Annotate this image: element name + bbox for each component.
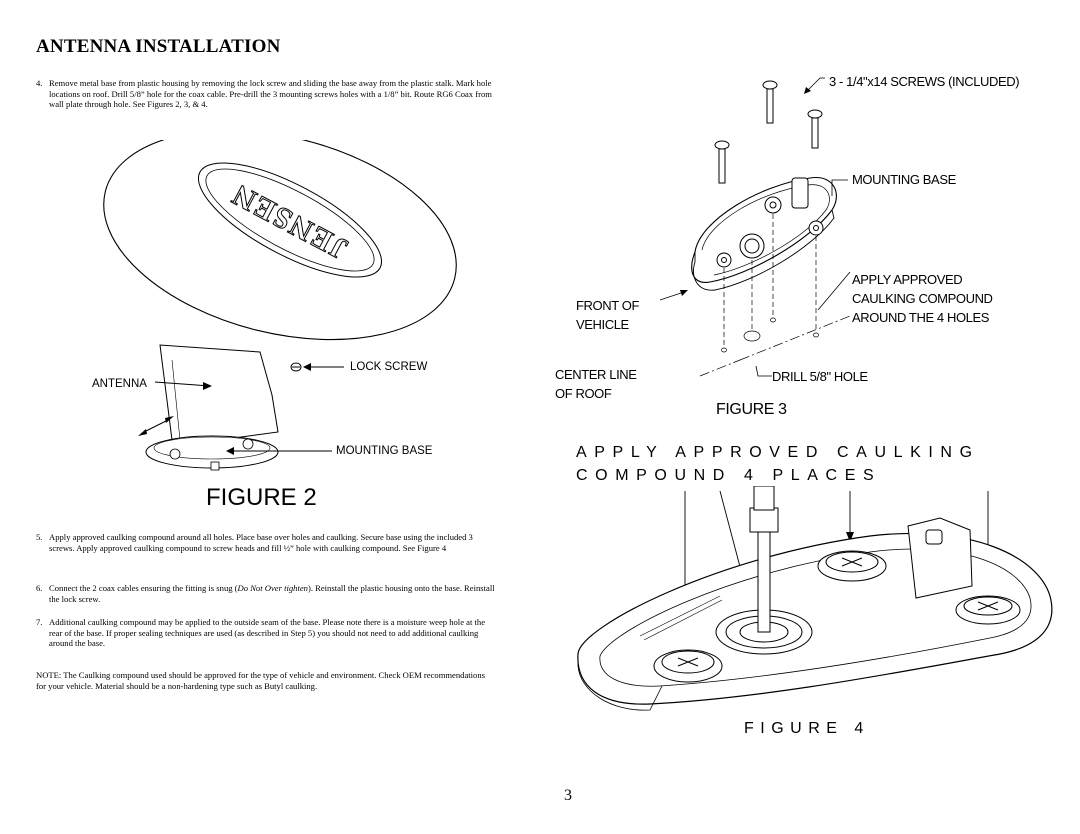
note-paragraph: NOTE: The Caulking compound used should … <box>36 670 496 691</box>
figure-3-drawing <box>691 80 837 353</box>
figure-3-caption: FIGURE 3 <box>716 401 787 418</box>
step-number: 6. <box>36 583 43 593</box>
step-number: 5. <box>36 532 43 542</box>
step-7: 7. Additional caulking compound may be a… <box>36 617 496 649</box>
front-of-vehicle-line-1: FRONT OF <box>576 298 639 313</box>
step-text: Apply approved caulking compound around … <box>49 532 473 553</box>
step-4: 4. Remove metal base from plastic housin… <box>36 78 496 110</box>
drill-hole-label: DRILL 5/8" HOLE <box>772 369 868 384</box>
step-text: Remove metal base from plastic housing b… <box>49 78 492 110</box>
step-number: 4. <box>36 78 43 88</box>
figure-3-leaders <box>659 77 851 377</box>
center-line-label-1: CENTER LINE <box>555 367 637 382</box>
step-5: 5. Apply approved caulking compound arou… <box>36 532 496 553</box>
step-text: Additional caulking compound may be appl… <box>49 617 486 649</box>
page-title: ANTENNA INSTALLATION <box>36 36 281 57</box>
screws-label: 3 - 1/4"x14 SCREWS (INCLUDED) <box>829 74 1020 89</box>
screw-3 <box>714 140 730 184</box>
page-number: 3 <box>564 787 572 804</box>
note-text: NOTE: The Caulking compound used should … <box>36 670 485 691</box>
lock-screw-label: LOCK SCREW <box>350 361 428 373</box>
figure-4-heading-1: APPLY APPROVED CAULKING <box>576 444 980 461</box>
antenna-label: ANTENNA <box>92 378 147 390</box>
step-text: Connect the 2 coax cables ensuring the f… <box>49 583 495 604</box>
apply-label-line-3: AROUND THE 4 HOLES <box>852 310 990 325</box>
center-line-label-2: OF ROOF <box>555 386 612 401</box>
step-number: 7. <box>36 617 43 627</box>
screw-1 <box>762 80 778 124</box>
step-6: 6. Connect the 2 coax cables ensuring th… <box>36 583 496 604</box>
mounting-base-label: MOUNTING BASE <box>336 445 433 457</box>
figure-2-caption: FIGURE 2 <box>206 484 317 511</box>
figure-4-heading-2: COMPOUND 4 PLACES <box>576 467 882 484</box>
figure-2-drawing: JENSEN <box>103 140 457 471</box>
figure-4-drawing <box>577 486 1053 711</box>
figure-4-caption: FIGURE 4 <box>744 720 870 737</box>
apply-label-line-1: APPLY APPROVED <box>852 272 963 287</box>
screw-2 <box>807 109 823 149</box>
front-of-vehicle-line-2: VEHICLE <box>576 317 629 332</box>
mounting-base-label-3: MOUNTING BASE <box>852 172 956 187</box>
apply-label-line-2: CAULKING COMPOUND <box>852 291 993 306</box>
